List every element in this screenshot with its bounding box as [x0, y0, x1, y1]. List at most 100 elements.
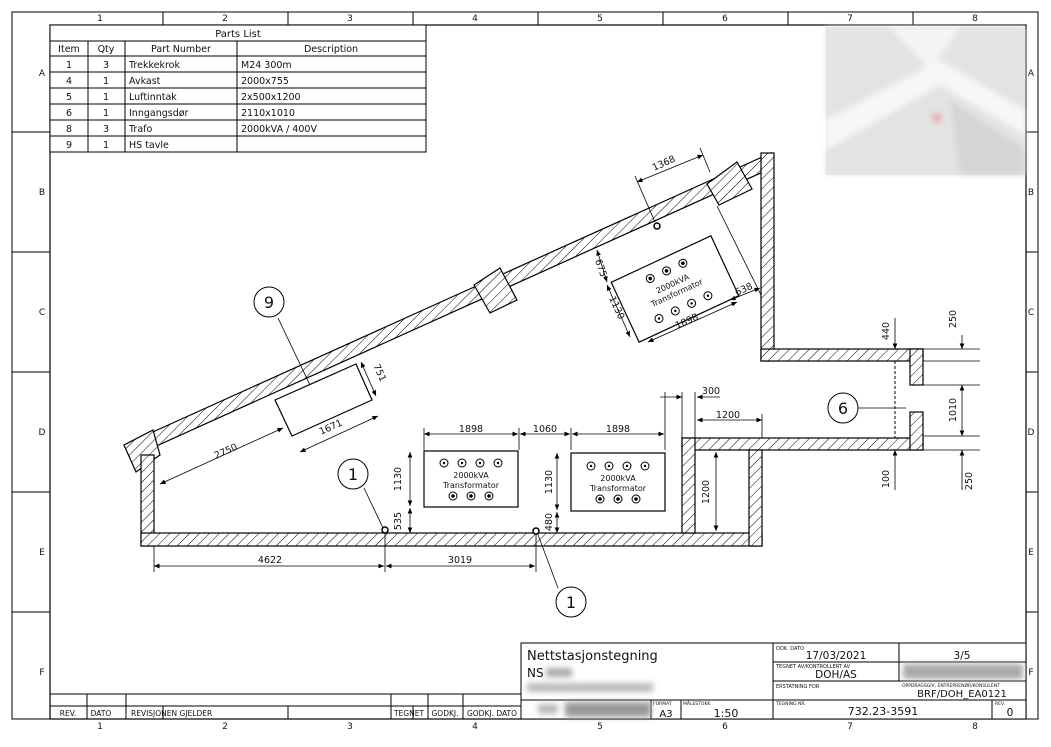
- revision-block: [50, 693, 521, 719]
- terminal-dot: [451, 494, 455, 498]
- zone-row-label: A: [1028, 69, 1035, 79]
- zone-row-label: E: [39, 548, 45, 558]
- terminal-dot: [598, 497, 602, 501]
- dim-1898-right: 1898: [606, 424, 630, 435]
- terminal-dot: [616, 497, 620, 501]
- drawing-title: Nettstasjonstegning: [527, 649, 658, 664]
- dimension-lines: [153, 147, 980, 572]
- dim-4622: 4622: [258, 555, 282, 566]
- rev-header-rev: REV.: [60, 709, 77, 718]
- dim-480: 480: [544, 513, 555, 531]
- zone-row-label: C: [1028, 308, 1034, 318]
- col-header-description: Description: [304, 44, 358, 55]
- parts-cell-item: 9: [66, 140, 72, 151]
- parts-cell-qty: 3: [103, 60, 109, 71]
- hs-tavle-panel: [274, 363, 373, 437]
- zone-col-label: 4: [472, 722, 478, 732]
- dim-1130-right: 1130: [544, 470, 555, 494]
- transformer-right-label-1: 2000kVA: [600, 474, 636, 483]
- parts-cell-description: 2000kVA / 400V: [241, 124, 317, 135]
- dim-638: 638: [733, 281, 754, 298]
- dim-1898-left: 1898: [459, 424, 483, 435]
- parts-cell-part-number: Luftinntak: [129, 92, 177, 103]
- zone-row-label: E: [1028, 548, 1034, 558]
- zone-col-label: 6: [722, 722, 728, 732]
- dim-250-top: 250: [948, 310, 959, 328]
- transformer-right: 2000kVA Transformator: [570, 452, 666, 512]
- tegnet-label: TEGNET AV/KONTROLLERT AV: [775, 664, 851, 670]
- terminal-dot: [496, 461, 500, 465]
- zone-col-label: 8: [972, 722, 978, 732]
- dim-1200-horizontal: 1200: [716, 410, 740, 421]
- parts-cell-qty: 1: [103, 108, 109, 119]
- parts-cell-description: 2000x755: [241, 76, 289, 87]
- redacted-station-info: [527, 664, 1023, 717]
- zone-row-label: D: [1028, 428, 1035, 438]
- terminal-dot: [706, 294, 710, 297]
- terminal-dot: [625, 464, 629, 468]
- balloon-leaders: [277, 317, 906, 589]
- drawing-number: 732.23-3591: [848, 705, 918, 718]
- dim-300: 300: [702, 386, 720, 397]
- parts-cell-qty: 1: [103, 140, 109, 151]
- parts-cell-part-number: HS tavle: [129, 140, 169, 151]
- svg-text:6: 6: [838, 399, 848, 418]
- transformer-right-terminals: [586, 461, 650, 504]
- zone-col-label: 6: [722, 14, 728, 24]
- hook-markers: [381, 222, 661, 535]
- dim-1200-vertical: 1200: [701, 480, 712, 504]
- terminal-dot: [589, 464, 593, 468]
- oppdrag-value: BRF/DOH_EA0121: [917, 689, 1007, 700]
- terminal-dot: [648, 276, 653, 281]
- dim-3019: 3019: [448, 555, 472, 566]
- malestokk-label: MÅLESTOKK: [683, 700, 711, 707]
- dim-751: 751: [371, 362, 388, 383]
- location-map-image: [826, 27, 1025, 175]
- parts-cell-item: 1: [66, 60, 72, 71]
- rev-value: 0: [1007, 707, 1014, 719]
- terminal-dot: [469, 494, 473, 498]
- parts-cell-part-number: Trafo: [128, 124, 152, 135]
- col-header-item: Item: [58, 44, 80, 55]
- zone-row-label: B: [39, 188, 45, 198]
- rev-header-tegnet: TEGNET: [393, 709, 424, 718]
- dim-675: 675: [592, 258, 609, 279]
- parts-cell-item: 4: [66, 76, 72, 87]
- terminal-dot: [487, 494, 491, 498]
- parts-cell-item: 8: [66, 124, 72, 135]
- zone-col-label: 3: [347, 14, 353, 24]
- terminal-dot: [664, 269, 669, 273]
- rev-header-dato: DATO: [91, 709, 112, 718]
- zone-col-label: 4: [472, 14, 478, 24]
- transformer-right-label-2: Transformator: [589, 484, 647, 493]
- zone-col-label: 5: [597, 722, 603, 732]
- terminal-dot: [634, 497, 638, 501]
- terminal-dot: [643, 464, 647, 468]
- format-value: A3: [659, 709, 672, 720]
- zone-col-label: 1: [97, 722, 103, 732]
- dim-100: 100: [881, 470, 892, 488]
- zone-col-label: 5: [597, 14, 603, 24]
- tegning-label: TEGNING NR.: [775, 701, 806, 707]
- oppdrag-label: OPPDRAGSGIV, ENTREPRENØR/KONSULENT: [902, 682, 1000, 689]
- dim-1060: 1060: [533, 424, 557, 435]
- parts-cell-description: M24 300m: [241, 60, 292, 71]
- sheet-number: 3/5: [954, 650, 971, 662]
- parts-cell-part-number: Avkast: [129, 76, 161, 87]
- parts-cell-description: 2x500x1200: [241, 92, 301, 103]
- parts-cell-part-number: Trekkekrok: [128, 60, 180, 71]
- transformer-left: 2000kVA Transformator: [423, 450, 519, 508]
- zone-row-label: D: [39, 428, 46, 438]
- dim-250-bottom: 250: [964, 472, 975, 490]
- rev-header-godkj-dato: GODKJ. DATO: [467, 709, 517, 718]
- zone-col-label: 2: [222, 722, 228, 732]
- terminal-dot: [607, 464, 611, 468]
- transformer-left-label-1: 2000kVA: [453, 471, 489, 480]
- zone-col-label: 2: [222, 14, 228, 24]
- rev-header-revisjonen: REVISJONEN GJELDER: [131, 709, 212, 718]
- zone-row-label: C: [39, 308, 45, 318]
- zone-row-label: A: [39, 69, 46, 79]
